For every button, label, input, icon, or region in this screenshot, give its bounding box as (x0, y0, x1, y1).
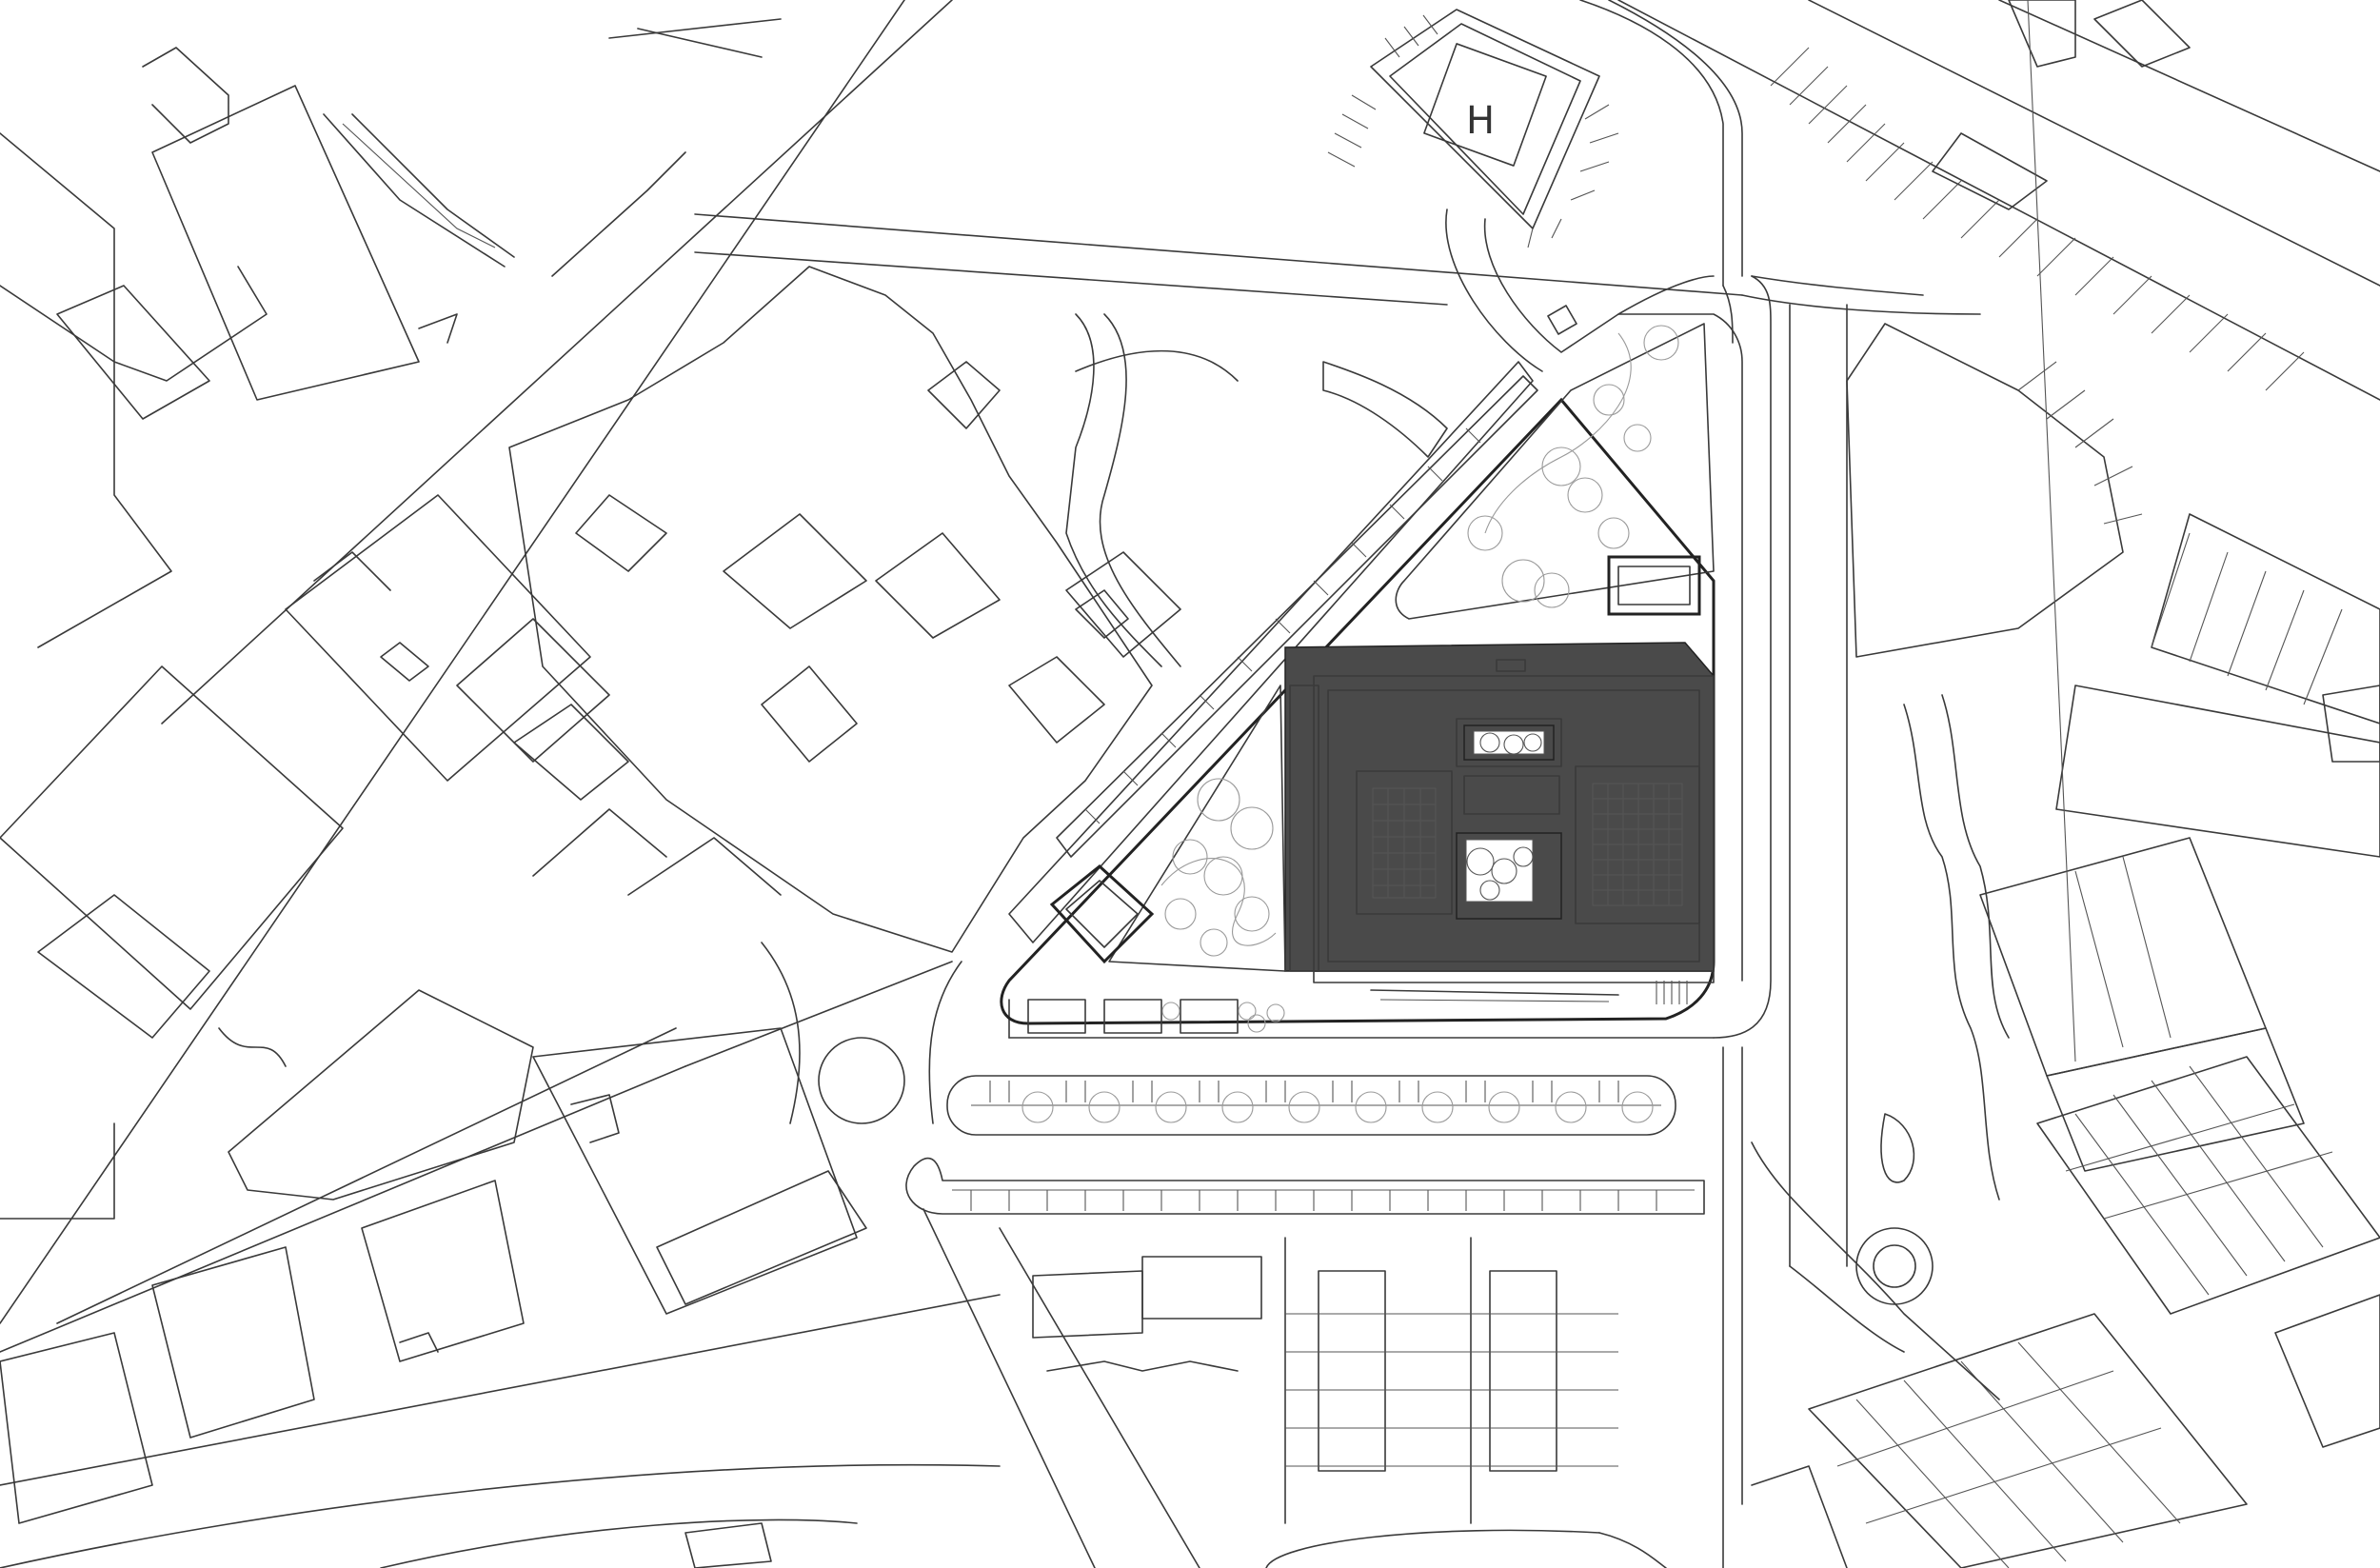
north-garden (1395, 323, 1715, 620)
courtyard-middle (1463, 775, 1560, 815)
courtyard-top (1456, 718, 1562, 767)
courtyard-left (1356, 770, 1453, 915)
new-building (1284, 642, 1715, 983)
garden-path-2 (1099, 313, 1181, 667)
garden-path (1065, 313, 1162, 667)
existing-hospital (508, 266, 1181, 953)
main-boulevard (0, 0, 953, 1353)
roundabout (761, 942, 962, 1124)
southwest-garden (1108, 685, 1286, 972)
linear-wing (1008, 361, 1538, 943)
courtyard-right (1575, 765, 1700, 924)
triangular-site (1000, 313, 1743, 1025)
parking-row-1 (946, 1075, 1676, 1136)
south-buildings (0, 1027, 1667, 1568)
parking-row-2 (905, 1157, 1705, 1215)
west-complex (285, 494, 782, 896)
east-residential (1617, 0, 2380, 1568)
sw-entrance-pavilion (1049, 864, 1155, 964)
ne-entrance-block (1607, 555, 1701, 616)
courtyard-center (1456, 832, 1562, 920)
helipad: H (1327, 9, 1619, 335)
helipad-marking: H (1466, 99, 1495, 143)
drop-off-strip (1027, 981, 1688, 1034)
northwest-buildings (0, 18, 782, 1220)
road-network (694, 0, 1981, 1568)
terrace-bank (1075, 349, 1448, 458)
